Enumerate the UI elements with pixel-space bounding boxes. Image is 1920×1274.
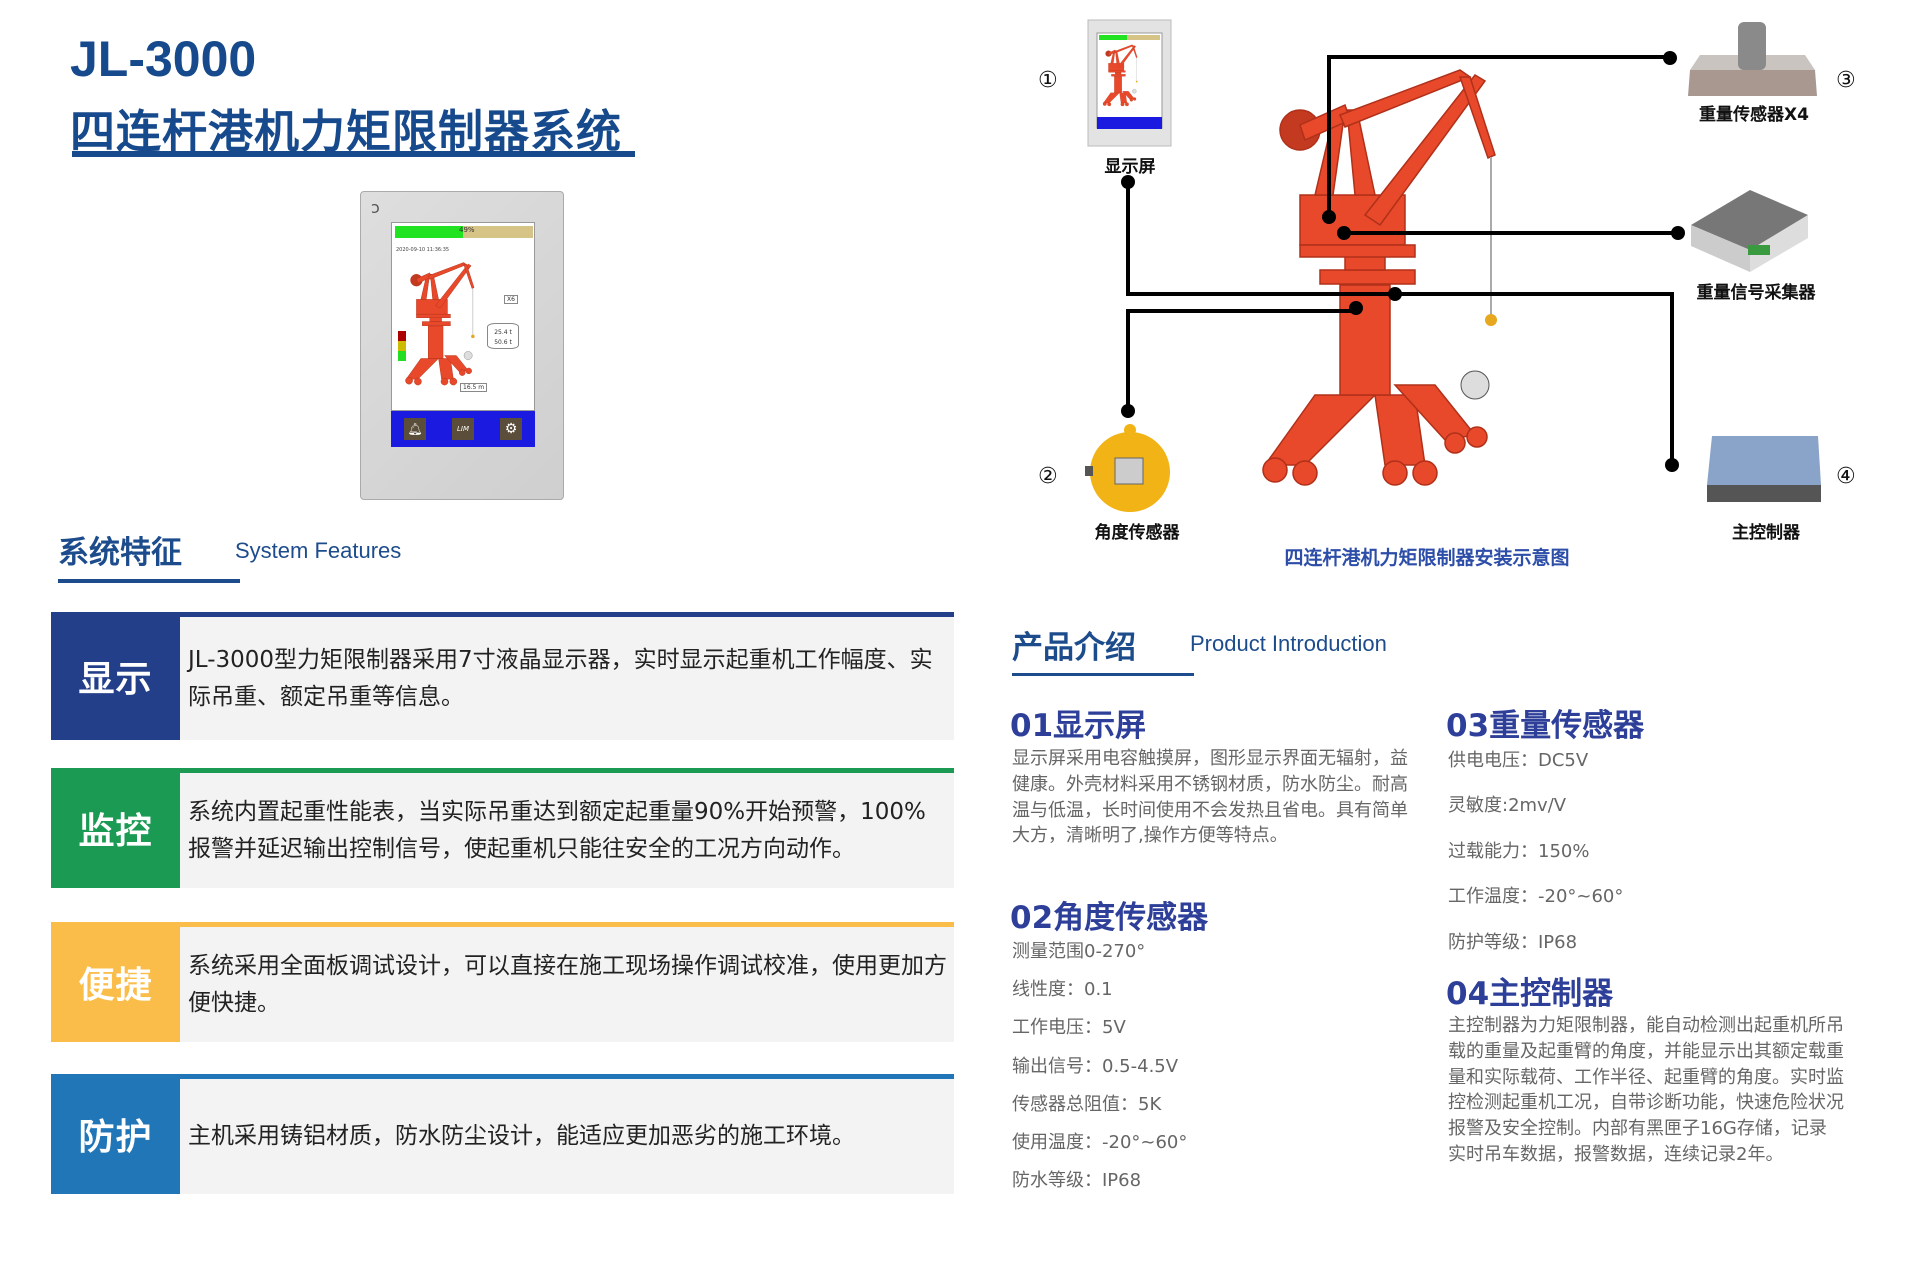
rope-parts: X6 bbox=[504, 295, 518, 304]
angle-sensor-icon bbox=[1085, 424, 1170, 512]
component-number-1: ① bbox=[1038, 68, 1058, 93]
feature-text: 主机采用铸铝材质，防水防尘设计，能适应更加恶劣的施工环境。 bbox=[180, 1079, 954, 1194]
screen-datetime: 2020-09-10 11:36:35 bbox=[396, 247, 450, 253]
brand-logo-icon: ↄ bbox=[371, 198, 380, 217]
load-bucket: 25.4 t 50.6 t bbox=[487, 323, 519, 349]
component-label-main-controller: 主控制器 bbox=[1732, 523, 1800, 543]
feature-convenient: 便捷 系统采用全面板调试设计，可以直接在施工现场操作调试校准，使用更加方便快捷。 bbox=[51, 922, 954, 1042]
component-label-weight-sensor: 重量传感器X4 bbox=[1699, 105, 1809, 125]
display-screen-icon bbox=[1087, 19, 1172, 147]
component-number-3: ③ bbox=[1836, 68, 1856, 93]
crane-icon bbox=[1262, 69, 1498, 486]
installation-diagram bbox=[1085, 19, 1821, 512]
connection-dots bbox=[1121, 51, 1685, 472]
feature-text: 系统内置起重性能表，当实际吊重达到额定起重量90%开始预警，100%报警并延迟输… bbox=[180, 773, 954, 888]
spec-item: 输出信号：0.5-4.5V bbox=[1012, 1056, 1179, 1077]
main-controller-icon bbox=[1707, 436, 1821, 502]
spec-item: 工作温度：-20°~60° bbox=[1448, 886, 1624, 907]
feature-monitor: 监控 系统内置起重性能表，当实际吊重达到额定起重量90%开始预警，100%报警并… bbox=[51, 768, 954, 888]
feature-label: 便捷 bbox=[51, 922, 180, 1042]
spec-item: 灵敏度:2mv/V bbox=[1448, 795, 1567, 816]
spec-item: 过载能力：150% bbox=[1448, 841, 1590, 862]
weight-sensor-icon bbox=[1688, 22, 1817, 96]
rated-load: 50.6 t bbox=[494, 339, 512, 346]
signal-light-icon bbox=[398, 331, 406, 361]
feature-label: 显示 bbox=[51, 612, 180, 740]
spec-item: 测量范围0-270° bbox=[1012, 941, 1146, 962]
diagram-caption: 四连杆港机力矩限制器安装示意图 bbox=[1284, 547, 1570, 569]
features-underline bbox=[58, 579, 240, 583]
load-percent-label: 49% bbox=[459, 226, 475, 234]
product-02-title: 02角度传感器 bbox=[1010, 900, 1209, 936]
model-title: JL-3000 bbox=[70, 31, 257, 87]
feature-label: 监控 bbox=[51, 768, 180, 888]
title-underline bbox=[72, 151, 635, 157]
product-underline bbox=[1012, 673, 1194, 676]
device-screen: 49% 2020-09-10 11:36:35 X6 25.4 t 50.6 t… bbox=[391, 222, 535, 411]
spec-item: 防护等级：IP68 bbox=[1448, 932, 1578, 953]
feature-text: 系统采用全面板调试设计，可以直接在施工现场操作调试校准，使用更加方便快捷。 bbox=[180, 927, 954, 1042]
load-progress-fill bbox=[395, 226, 463, 238]
component-label-angle-sensor: 角度传感器 bbox=[1094, 523, 1180, 543]
product-01-text: 显示屏采用电容触摸屏，图形显示界面无辐射，益健康。外壳材料采用不锈钢材质，防水防… bbox=[1012, 748, 1408, 847]
spec-item: 供电电压：DC5V bbox=[1448, 750, 1589, 771]
spec-item: 使用温度：-20°~60° bbox=[1012, 1132, 1188, 1153]
spec-item: 传感器总阻值：5K bbox=[1012, 1094, 1162, 1115]
component-label-signal-collector: 重量信号采集器 bbox=[1696, 283, 1816, 303]
load-progress-bar: 49% bbox=[395, 226, 533, 238]
feature-label: 防护 bbox=[51, 1074, 180, 1194]
lim-button[interactable]: LIM bbox=[452, 418, 474, 440]
features-title: 系统特征 bbox=[58, 535, 182, 571]
features-title-en: System Features bbox=[235, 538, 402, 563]
product-04-text: 主控制器为力矩限制器，能自动检测出起重机所吊载的重量及起重臂的角度，并能显示出其… bbox=[1448, 1015, 1844, 1165]
product-04-title: 04主控制器 bbox=[1446, 976, 1614, 1012]
product-title-en: Product Introduction bbox=[1190, 631, 1387, 656]
component-label-display: 显示屏 bbox=[1104, 157, 1156, 177]
radius-value: 16.5 m bbox=[460, 383, 488, 392]
gear-icon[interactable]: ⚙ bbox=[500, 418, 522, 440]
component-number-4: ④ bbox=[1836, 464, 1856, 489]
screen-button-bar: 🔔︎ LIM ⚙ bbox=[391, 411, 535, 447]
product-title: 产品介绍 bbox=[1012, 630, 1136, 666]
product-01-title: 01显示屏 bbox=[1010, 708, 1147, 744]
page-title: 四连杆港机力矩限制器系统 bbox=[70, 105, 623, 158]
signal-collector-icon bbox=[1691, 190, 1808, 272]
feature-display: 显示 JL-3000型力矩限制器采用7寸液晶显示器，实时显示起重机工作幅度、实际… bbox=[51, 612, 954, 740]
product-03-title: 03重量传感器 bbox=[1446, 708, 1645, 744]
spec-item: 线性度：0.1 bbox=[1012, 979, 1113, 1000]
spec-item: 防水等级：IP68 bbox=[1012, 1170, 1142, 1191]
spec-item: 工作电压：5V bbox=[1012, 1017, 1126, 1038]
feature-protection: 防护 主机采用铸铝材质，防水防尘设计，能适应更加恶劣的施工环境。 bbox=[51, 1074, 954, 1194]
component-number-2: ② bbox=[1038, 464, 1058, 489]
bell-icon[interactable]: 🔔︎ bbox=[404, 418, 426, 440]
actual-load: 25.4 t bbox=[494, 329, 512, 336]
feature-text: JL-3000型力矩限制器采用7寸液晶显示器，实时显示起重机工作幅度、实际吊重、… bbox=[180, 617, 954, 740]
display-device-image: ↄ 49% 2020-09-10 11:36:35 X6 25.4 t 50.6… bbox=[360, 191, 564, 500]
